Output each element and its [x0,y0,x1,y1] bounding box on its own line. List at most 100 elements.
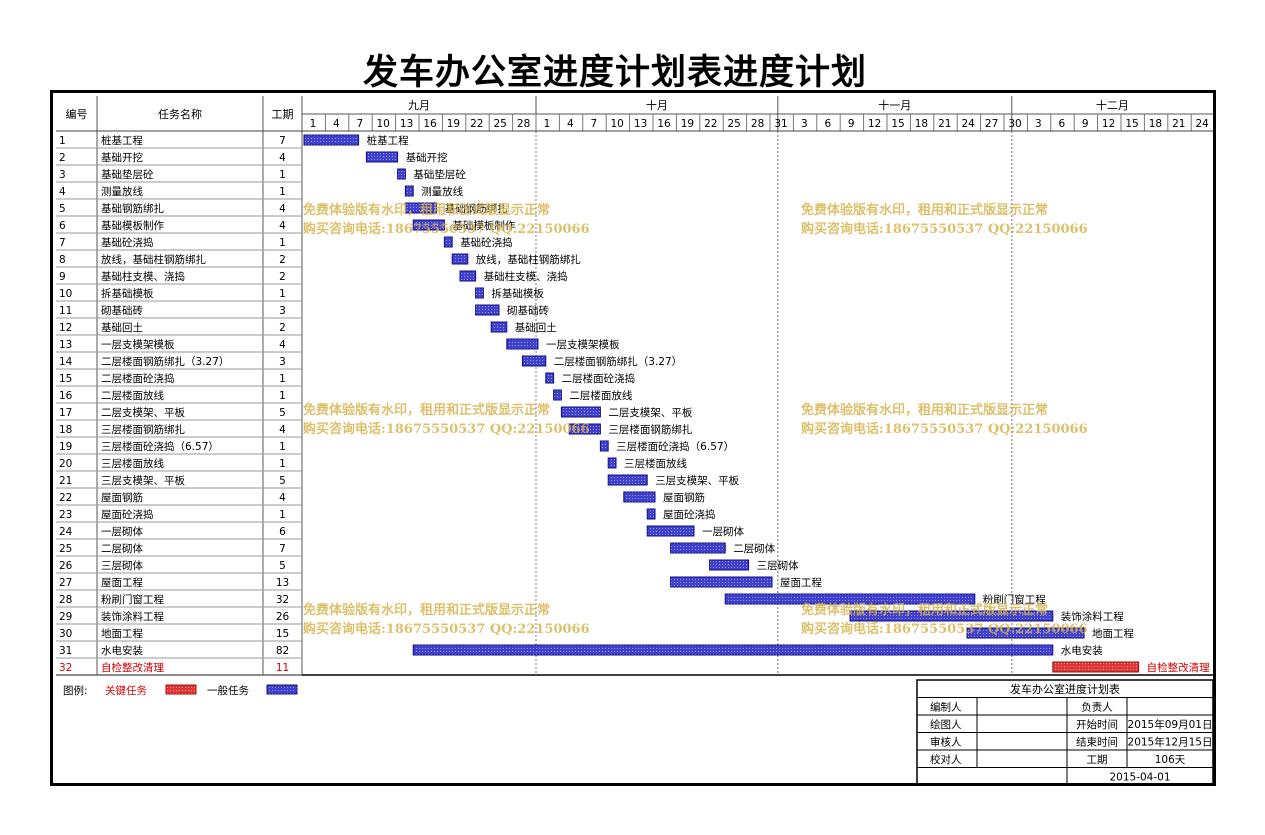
bar-label: 粉刷门窗工程 [983,593,1046,606]
tick-label: 1 [310,118,317,130]
bar-label: 自检整改清理 [1147,661,1210,674]
task-name: 基础垫层砼 [101,168,154,181]
tick-label: 21 [1172,118,1185,130]
task-name: 基础砼浇捣 [101,236,154,249]
task-id: 16 [59,390,73,402]
task-name: 桩基工程 [101,134,143,147]
task-name: 测量放线 [101,185,143,198]
bar-label: 二层楼面砼浇捣 [562,372,636,385]
gantt-bar [412,644,1054,656]
info-date: 2015-04-01 [1109,772,1170,784]
tick-label: 31 [774,118,787,130]
gantt-bar [1052,661,1140,673]
gantt-bar [709,559,750,571]
task-id: 14 [59,356,73,368]
task-id: 26 [59,560,73,572]
gantt-bar [451,253,469,265]
gantt-bar [521,355,547,367]
task-id: 30 [59,628,72,640]
bar-label: 二层楼面钢筋绑扎（3.27） [554,355,682,368]
task-id: 32 [59,662,72,674]
bar-label: 二层砌体 [733,543,775,555]
gantt-bar [475,304,500,316]
legend-critical-swatch [165,684,197,695]
tick-label: 6 [824,118,831,130]
bar-label: 测量放线 [421,185,463,198]
tick-label: 3 [1035,118,1042,130]
bar-label: 基础开挖 [406,151,448,164]
tick-label: 18 [1149,118,1162,130]
task-duration: 82 [276,645,289,657]
tick-label: 24 [962,118,976,130]
tick-label: 4 [333,118,340,130]
bar-label: 基础柱支模、浇捣 [484,270,568,283]
task-id: 2 [59,152,66,164]
info-value: 2015年12月15日 [1128,736,1213,749]
task-duration: 13 [276,577,289,589]
bar-label: 屋面砼浇捣 [663,508,716,521]
task-duration: 1 [279,441,286,453]
task-name: 三层楼面砼浇捣（6.57） [101,440,219,453]
tick-label: 9 [1082,118,1089,130]
bar-label: 三层楼面砼浇捣（6.57） [616,440,734,453]
gantt-bar [849,610,1054,622]
task-name: 二层支模架、平板 [101,406,185,419]
tick-label: 9 [848,118,855,130]
task-name: 基础钢筋绑扎 [101,202,164,215]
task-name: 一层支模架模板 [101,338,175,351]
tick-label: 27 [985,118,998,130]
info-label: 校对人 [930,753,962,766]
info-value: 2015年09月01日 [1128,718,1213,731]
task-name: 三层支模架、平板 [101,474,185,487]
tick-label: 18 [915,118,928,130]
bar-label: 一层支模架模板 [546,338,620,351]
task-name: 二层楼面放线 [101,389,164,402]
task-id: 15 [59,373,72,385]
tick-label: 19 [681,118,694,130]
tick-label: 13 [400,118,413,130]
task-duration: 2 [279,271,286,283]
task-name: 基础柱支模、浇捣 [101,270,185,283]
task-id: 4 [59,186,66,198]
task-name: 粉刷门窗工程 [101,593,164,606]
task-duration: 32 [276,594,289,606]
gantt-bar [404,202,438,214]
tick-label: 22 [704,118,717,130]
task-name: 屋面钢筋 [101,491,143,504]
task-id: 3 [59,169,66,181]
legend-general-label: 一般任务 [207,684,249,697]
gantt-bar [670,576,773,588]
task-duration: 4 [279,203,286,215]
gantt-bar [459,270,477,282]
task-name: 一层砌体 [101,526,143,538]
tick-label: 6 [1058,118,1065,130]
task-duration: 5 [279,475,286,487]
column-header-id: 编号 [66,107,88,121]
legend: 图例:关键任务一般任务 [63,684,298,697]
task-id: 29 [59,611,72,623]
task-duration: 4 [279,492,286,504]
gantt-bars: 桩基工程基础开挖基础垫层砼测量放线基础钢筋绑扎基础模板制作基础砼浇捣放线，基础柱… [303,134,1210,674]
task-duration: 1 [279,509,286,521]
info-label: 编制人 [930,701,962,714]
tick-label: 21 [938,118,951,130]
tick-label: 28 [517,118,530,130]
bar-label: 拆基础模板 [491,287,544,300]
task-duration: 4 [279,339,286,351]
bar-label: 地面工程 [1092,627,1134,640]
task-duration: 5 [279,407,286,419]
bar-label: 一层砌体 [702,526,744,538]
task-duration: 1 [279,288,286,300]
gantt-bar [646,525,695,537]
page-title: 发车办公室进度计划表进度计划 [362,52,867,93]
tick-label: 7 [590,118,597,130]
info-value: 106天 [1155,754,1186,766]
gantt-bar [607,474,648,486]
tick-label: 16 [423,118,437,130]
tick-label: 4 [567,118,574,130]
bar-label: 基础模板制作 [452,219,515,232]
task-name: 三层砌体 [101,560,143,572]
task-id: 10 [59,288,72,300]
